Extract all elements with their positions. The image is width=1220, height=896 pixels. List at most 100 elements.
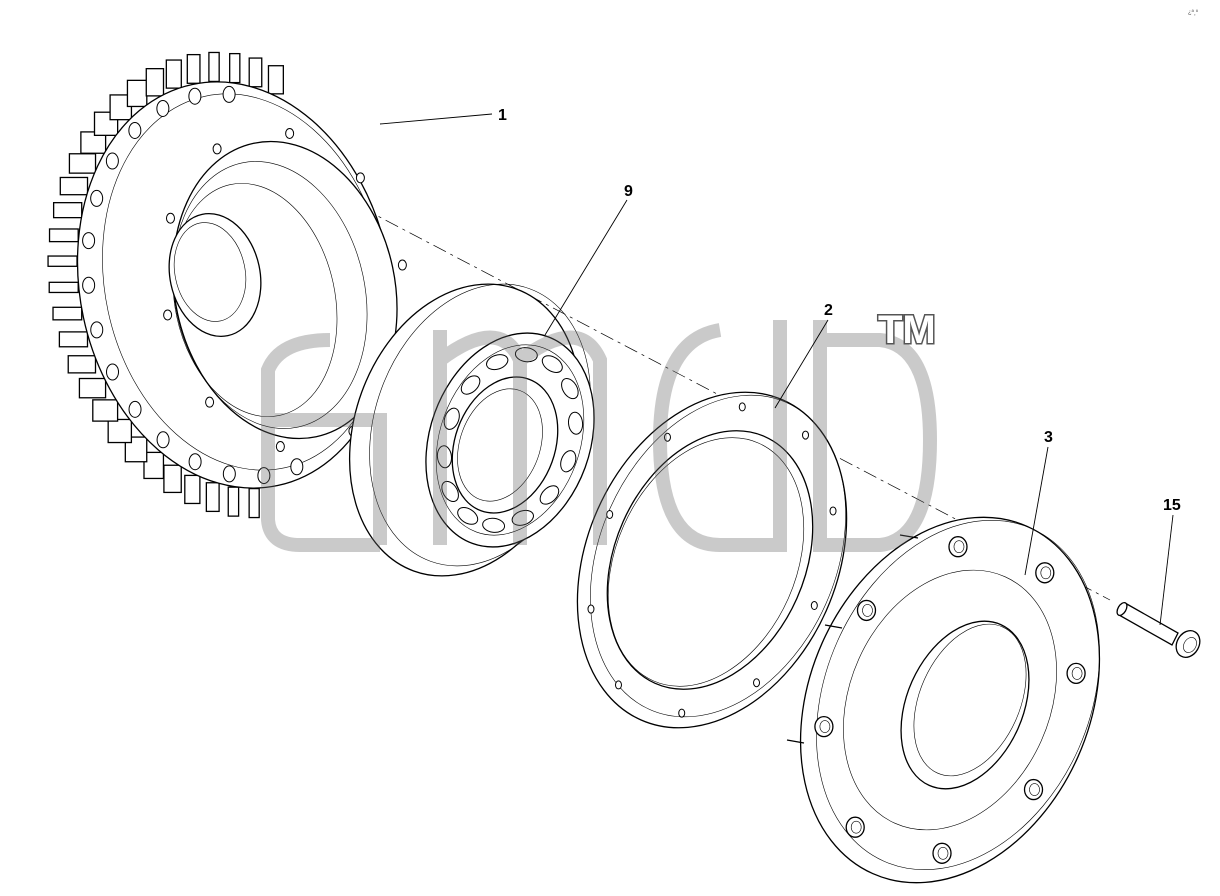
bolt-hole (285, 127, 295, 139)
outer-hole (156, 431, 170, 449)
leader-1 (379, 113, 493, 125)
ring-hole (738, 402, 746, 412)
roller (567, 411, 584, 435)
bolt-hole (275, 441, 285, 453)
gear-tooth (80, 131, 107, 154)
ring-hole (663, 432, 671, 442)
roller (443, 407, 460, 430)
roller (486, 354, 509, 371)
roller (561, 377, 579, 400)
outer-hole (90, 321, 104, 339)
gear-tooth (186, 53, 201, 84)
roller (541, 355, 563, 373)
gear-tooth (124, 436, 148, 463)
nut (1066, 662, 1086, 685)
nut-inner (862, 604, 873, 617)
nut (932, 842, 952, 864)
gear-tooth (165, 59, 182, 89)
gear-tooth (163, 464, 182, 494)
bearing-rollers (436, 347, 584, 533)
gear-tooth (109, 94, 133, 121)
outer-hole (128, 400, 142, 418)
nut-inner (1029, 783, 1040, 796)
nut (814, 715, 834, 738)
part-2-spacer-ring (576, 391, 848, 729)
gear-tooth (47, 255, 78, 267)
outer-hole (128, 121, 142, 139)
roller (460, 375, 481, 395)
gear-tooth (267, 65, 284, 95)
gear-tooth (126, 79, 148, 108)
gear-tooth (59, 176, 89, 196)
gear-tooth (208, 51, 220, 83)
outer-hole (222, 465, 236, 483)
gear-tooth (227, 486, 240, 517)
ring-hole (606, 509, 614, 519)
bolt-hole (205, 396, 215, 408)
ring-hole (810, 601, 818, 611)
gear-tooth (68, 153, 97, 174)
outer-hole (188, 453, 202, 471)
nut (948, 536, 968, 558)
nut (1035, 562, 1055, 584)
outer-hole (188, 87, 202, 105)
ring-hole (587, 604, 595, 614)
roller (514, 347, 538, 363)
callout-2: 2 (824, 302, 833, 319)
gear-tooth (184, 474, 201, 505)
nut-inner (937, 846, 949, 860)
roller (511, 509, 534, 526)
roller (560, 450, 577, 473)
cover-nuts (814, 536, 1086, 864)
leader-9 (544, 199, 628, 336)
bolt-hole (212, 143, 222, 155)
gear-tooth (248, 487, 260, 519)
gear-tooth (52, 306, 83, 321)
outer-hole (90, 189, 104, 207)
nut-inner (850, 820, 862, 834)
ring-hole (753, 678, 761, 688)
gear-tooth (92, 399, 119, 422)
outer-hole (82, 232, 96, 250)
ring-bolt-holes (587, 402, 837, 718)
roller (457, 507, 479, 525)
roller (436, 445, 453, 469)
assembly-axis (289, 169, 1111, 601)
bolt-hole (165, 212, 175, 224)
gear-tooth (78, 377, 107, 399)
outer-hole (105, 152, 119, 170)
gear-tooth (145, 68, 165, 97)
leader-3 (1024, 446, 1049, 576)
nut-inner (819, 720, 831, 733)
roller (539, 485, 560, 505)
nut (1023, 778, 1044, 801)
outer-hole (290, 458, 304, 476)
bolt-hole (163, 309, 173, 321)
outer-hole (222, 85, 236, 103)
roller (482, 517, 506, 533)
gear-teeth (47, 51, 284, 519)
outer-hole (82, 276, 96, 294)
gear-tooth (48, 281, 79, 294)
outer-hole (257, 467, 271, 485)
corner-code: ¿ª¸º (1188, 9, 1199, 16)
ring-hole (802, 430, 810, 440)
gear-tooth (67, 355, 97, 374)
outer-hole (156, 99, 170, 117)
callout-9: 9 (624, 183, 633, 200)
part-1-gear-housing (47, 51, 407, 519)
gear-tooth (143, 451, 165, 480)
gear-tooth (58, 331, 89, 348)
roller (441, 480, 459, 503)
part-3-cover-flange (786, 516, 1101, 884)
outer-hole (106, 363, 120, 381)
part-15-bolt (1116, 601, 1201, 658)
ring-hole (614, 680, 622, 690)
gear-tooth (205, 482, 220, 513)
nut (845, 816, 865, 838)
gear-tooth (229, 52, 241, 84)
watermark: TM (261, 307, 937, 552)
watermark-trademark: TM (878, 308, 936, 352)
bolt-hole (397, 259, 407, 271)
